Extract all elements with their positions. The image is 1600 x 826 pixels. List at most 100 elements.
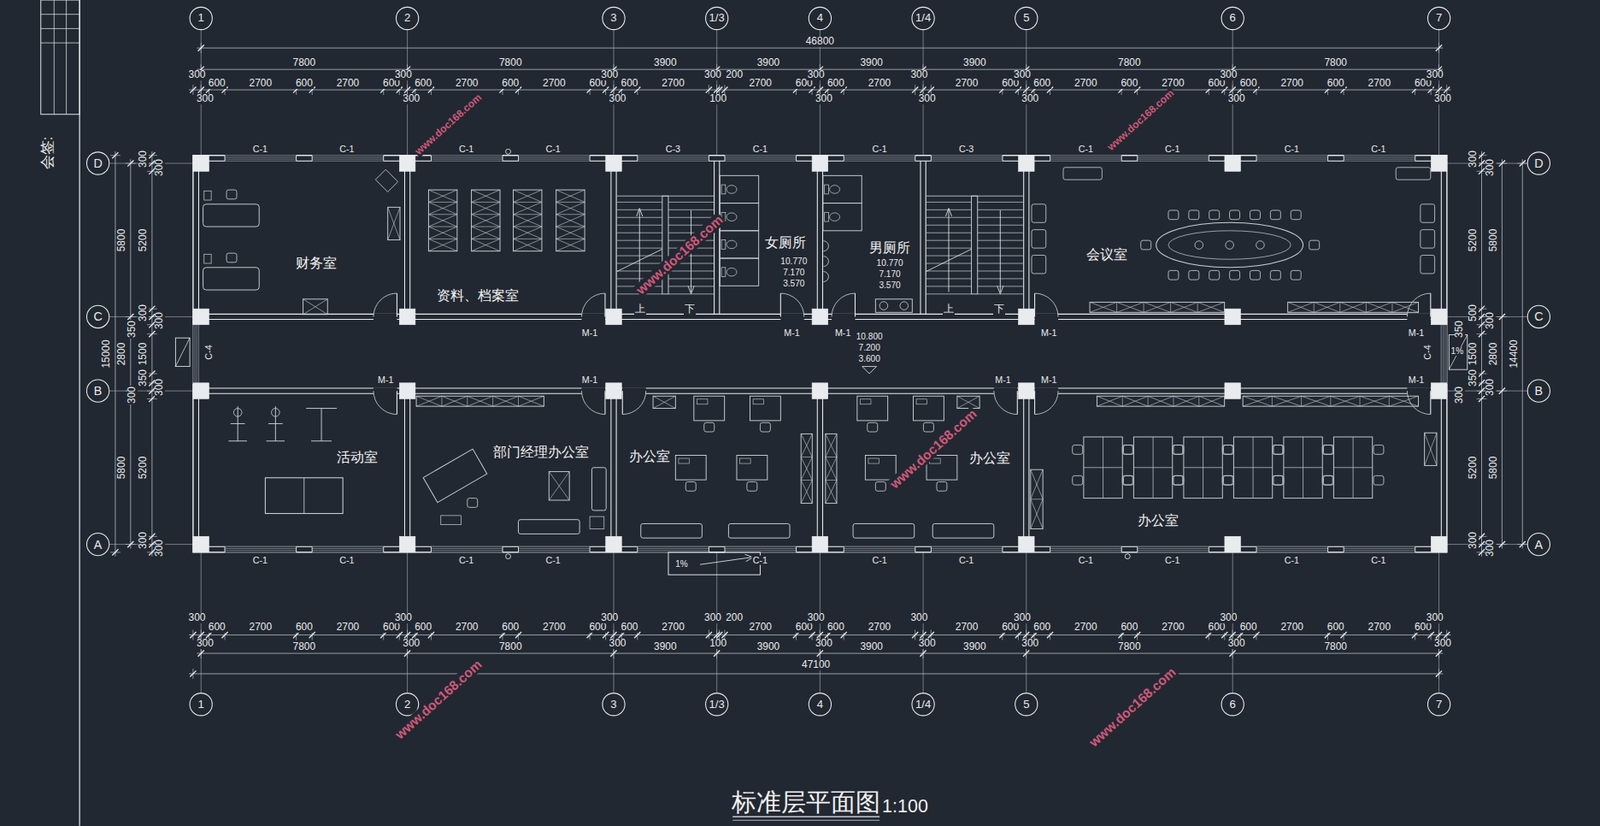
window-line xyxy=(1137,551,1210,553)
cabinet-cross xyxy=(1313,301,1341,312)
dimension-text: 300 xyxy=(138,530,149,550)
room-area: 男厕所 xyxy=(819,163,924,317)
window-line xyxy=(930,546,1003,548)
axis-bubble xyxy=(86,305,109,328)
cabinet-cross xyxy=(416,395,442,406)
window-jamb xyxy=(1121,546,1123,553)
cabinet xyxy=(1242,395,1418,406)
cabinet-divider xyxy=(1197,301,1199,312)
room-name: 办公室 xyxy=(1135,512,1181,528)
toilet-stall xyxy=(719,258,759,286)
window-jamb xyxy=(795,546,797,553)
window-gap xyxy=(724,546,797,553)
chair xyxy=(759,422,771,432)
chair xyxy=(1229,210,1241,220)
cabinet-cross xyxy=(428,201,457,214)
dimension-tick xyxy=(1478,395,1485,402)
cabinet-divider xyxy=(800,479,812,481)
door-leaf xyxy=(604,390,606,414)
desk-item xyxy=(204,253,212,264)
cabinet-cross xyxy=(513,214,542,227)
sofa xyxy=(1420,254,1436,273)
dimension-line xyxy=(1481,151,1483,557)
axis-number: 6 xyxy=(1229,698,1237,710)
window-jamb xyxy=(1136,546,1138,553)
cabinet-divider xyxy=(1116,301,1118,312)
chair xyxy=(1290,270,1301,280)
fitness-equipment xyxy=(271,408,281,418)
dimension-text: 2700 xyxy=(454,78,480,89)
dimension-text: 2700 xyxy=(1073,78,1099,89)
dimension-text: 300 xyxy=(1485,538,1496,558)
dimension-text: 300 xyxy=(917,638,937,649)
dimension-text: 300 xyxy=(188,70,207,81)
conference-table xyxy=(1156,222,1304,268)
dimension-text: 300 xyxy=(703,613,723,624)
dimension-text: 300 xyxy=(154,538,165,558)
stair-arrow-head xyxy=(997,285,1004,295)
window-line xyxy=(843,160,916,162)
cabinet-cross xyxy=(493,395,519,406)
window-line xyxy=(311,546,384,548)
door-opening xyxy=(1035,387,1059,395)
window-line xyxy=(724,549,797,551)
chair xyxy=(875,482,886,492)
dimension-text: 300 xyxy=(195,94,215,105)
workstation xyxy=(1183,436,1223,499)
chair xyxy=(1273,475,1284,485)
window-jamb xyxy=(517,155,519,162)
slope-text: 1% xyxy=(674,559,689,569)
dimension-text: 600 xyxy=(294,78,314,89)
cabinet-cross xyxy=(1424,432,1437,465)
window-line xyxy=(311,158,384,160)
chair xyxy=(936,482,948,492)
opening-code: C-1 xyxy=(870,555,888,565)
stair-arrow-head xyxy=(945,208,952,218)
stair-tread xyxy=(977,209,1024,211)
cabinet-cross xyxy=(388,206,400,240)
axis-bubble xyxy=(1427,6,1450,30)
column xyxy=(1224,308,1242,325)
dimension-tick xyxy=(705,631,712,638)
chair xyxy=(1270,210,1281,220)
dimension-tick xyxy=(1023,631,1030,638)
window-line xyxy=(637,547,710,549)
desk xyxy=(203,267,260,290)
window-line xyxy=(518,546,591,548)
stair-tread xyxy=(977,201,1024,203)
window-line xyxy=(1343,547,1416,549)
dimension-text: 600 xyxy=(1326,622,1346,633)
window-jamb xyxy=(1327,155,1329,162)
window-gap xyxy=(1137,154,1210,162)
dimension-text: 3900 xyxy=(652,58,678,69)
desk xyxy=(736,454,768,480)
partition-wall xyxy=(713,160,715,314)
window-line xyxy=(724,160,797,162)
axis-letter: D xyxy=(1533,157,1544,170)
door-opening xyxy=(373,387,397,395)
chair xyxy=(1322,445,1333,455)
slope-arrow xyxy=(700,557,752,565)
window-gap xyxy=(930,546,1003,553)
fitness-equipment xyxy=(230,423,246,424)
entrance-step xyxy=(668,552,760,575)
cabinet-divider xyxy=(428,226,457,228)
cabinet-divider xyxy=(1313,301,1315,312)
cabinet-cross xyxy=(548,471,570,500)
partition-wall xyxy=(616,160,618,314)
door-swing xyxy=(1406,390,1430,414)
room-name: 部门经理办公室 xyxy=(491,444,591,459)
cabinet-cross xyxy=(471,214,500,227)
dimension-tick xyxy=(1443,631,1450,638)
door-opening xyxy=(582,387,606,395)
opening-code: C-1 xyxy=(1164,144,1181,154)
door-swing xyxy=(831,293,855,317)
cabinet-cross xyxy=(1392,301,1419,312)
dimension-text: 2700 xyxy=(335,78,361,89)
cabinet-divider xyxy=(492,395,494,406)
cabinet-cross xyxy=(1089,301,1118,312)
window-line xyxy=(224,156,297,158)
monitor xyxy=(740,458,752,464)
table-line xyxy=(41,42,80,44)
door-leaf xyxy=(396,293,398,317)
